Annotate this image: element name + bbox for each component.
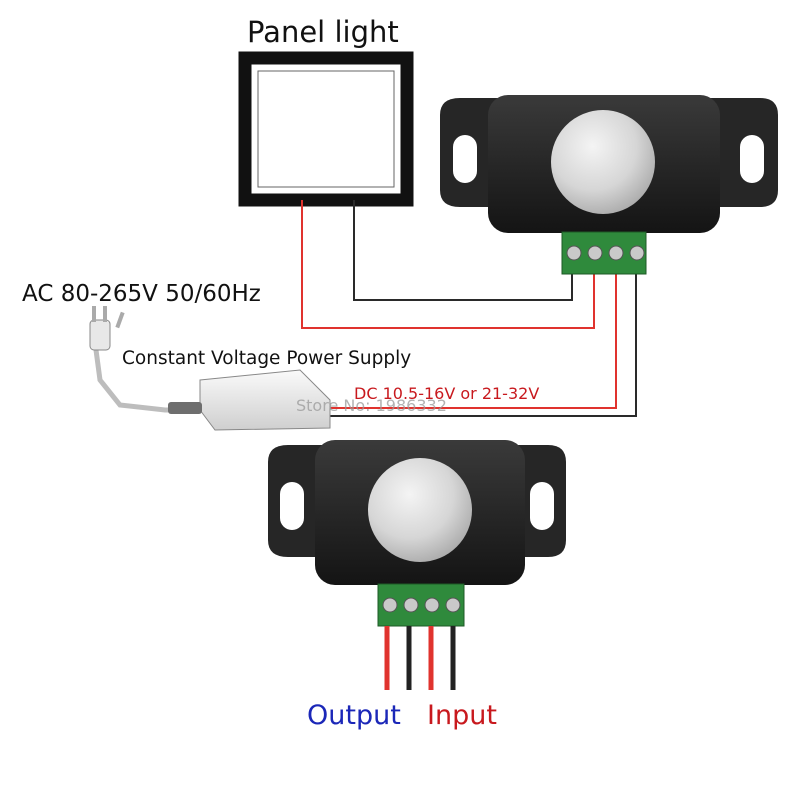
psu-black-wire — [305, 260, 637, 417]
pir-sensor-top — [440, 95, 778, 275]
power-supply-label: Constant Voltage Power Supply — [122, 348, 412, 369]
pir-sensor-bottom — [268, 440, 566, 690]
connection-wires — [93, 200, 637, 417]
input-label: Input — [427, 700, 497, 731]
panel-light-icon — [238, 51, 414, 207]
ac-spec-label: AC 80-265V 50/60Hz — [22, 281, 261, 307]
panel-black-wire — [353, 200, 573, 301]
panel-light-label: Panel light — [247, 15, 399, 49]
terminal-block-bottom — [377, 583, 465, 627]
output-input-wires — [384, 626, 456, 690]
panel-red-wire — [301, 200, 595, 329]
output-label: Output — [307, 700, 401, 731]
pir-lens-bottom — [368, 458, 472, 562]
watermark-text: Store No: 1986332 — [296, 396, 447, 415]
terminal-block-top — [561, 231, 647, 275]
ac-plug-icon — [89, 306, 125, 351]
dc-spec-label: DC 10.5-16V or 21-32V — [354, 384, 540, 403]
psu-red-wire — [305, 260, 617, 409]
power-supply-brick-icon — [168, 369, 331, 431]
pir-lens-top — [551, 110, 655, 214]
